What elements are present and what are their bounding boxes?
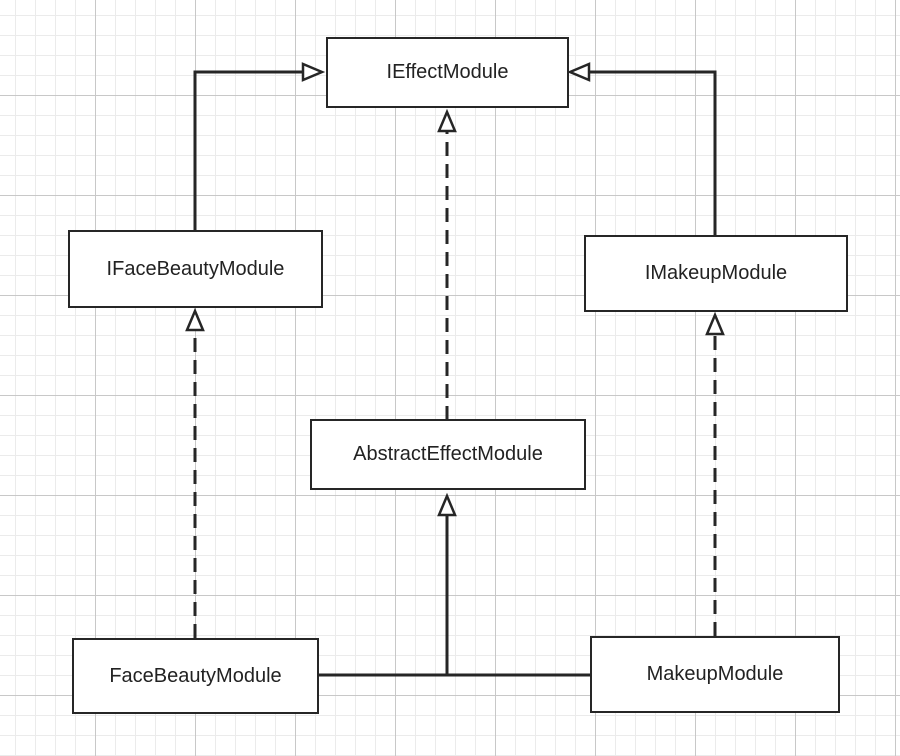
node-makeupmodule: MakeupModule xyxy=(590,636,840,713)
node-abstracteffectmodule: AbstractEffectModule xyxy=(310,419,586,490)
node-imakeupmodule: IMakeupModule xyxy=(584,235,848,312)
hollow-arrowhead-icon xyxy=(705,311,725,336)
edge-ifacebeauty-to-ieffect xyxy=(193,70,304,230)
hollow-arrowhead-icon xyxy=(301,62,326,82)
node-ieffectmodule: IEffectModule xyxy=(326,37,569,108)
edge-imakeup-to-ieffect xyxy=(588,70,717,235)
node-ifacebeautymodule: IFaceBeautyModule xyxy=(68,230,323,308)
hollow-arrowhead-icon xyxy=(437,108,457,133)
hollow-arrowhead-icon xyxy=(566,62,591,82)
node-facebeautymodule: FaceBeautyModule xyxy=(72,638,319,714)
hollow-arrowhead-icon xyxy=(185,307,205,332)
hollow-arrowhead-icon xyxy=(437,492,457,517)
